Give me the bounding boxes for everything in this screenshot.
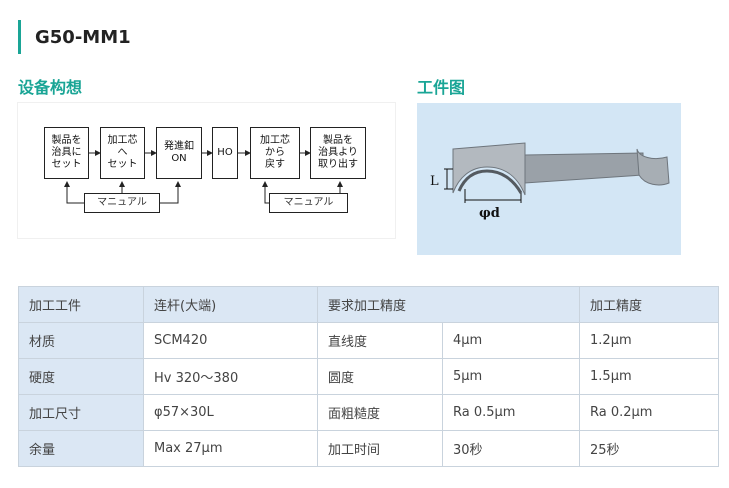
rod-shank <box>524 152 644 184</box>
table-cell: 材质 <box>18 322 144 359</box>
connecting-rod-drawing: L φd <box>430 142 670 221</box>
table-cell: 加工精度 <box>579 286 720 323</box>
flow-step-set-core: 加工芯 へ セット <box>100 127 145 179</box>
rod-small-end <box>636 148 670 186</box>
table-row: 硬度 Hv 320～380 圆度 5μm 1.5μm <box>18 358 720 395</box>
table-cell: 1.2μm <box>579 322 720 359</box>
table-cell: 面粗糙度 <box>317 394 443 431</box>
table-cell: Ra 0.2μm <box>579 394 720 431</box>
table-row: 加工工件 连杆(大端) 要求加工精度 加工精度 <box>18 286 720 323</box>
table-row: 余量 Max 27μm 加工时间 30秒 25秒 <box>18 430 720 467</box>
table-cell: 硬度 <box>18 358 144 395</box>
table-cell: 加工时间 <box>317 430 443 467</box>
table-cell: Hv 320～380 <box>143 358 318 395</box>
rod-big-end-bore <box>457 169 523 194</box>
spec-table: 加工工件 连杆(大端) 要求加工精度 加工精度 材质 SCM420 直线度 4μ… <box>18 286 720 467</box>
table-cell: 圆度 <box>317 358 443 395</box>
table-cell: 加工尺寸 <box>18 394 144 431</box>
manual-label-1: マニュアル <box>84 193 160 213</box>
page-title: G50-MM1 <box>35 26 131 48</box>
table-cell: 余量 <box>18 430 144 467</box>
table-cell: φ57×30L <box>143 394 318 431</box>
flow-step-return-core: 加工芯 から 戻す <box>250 127 300 179</box>
flow-connectors <box>64 150 348 204</box>
flow-step-set-jig: 製品を 治具に セット <box>44 127 89 179</box>
section-title-concept: 设备构想 <box>18 78 83 97</box>
table-cell: 直线度 <box>317 322 443 359</box>
table-cell: SCM420 <box>143 322 318 359</box>
table-row: 加工尺寸 φ57×30L 面粗糙度 Ra 0.5μm Ra 0.2μm <box>18 394 720 431</box>
section-title-workpiece: 工件图 <box>417 78 466 97</box>
flow-step-start-on: 発進釦 ON <box>156 127 202 179</box>
table-cell: 连杆(大端) <box>143 286 318 323</box>
rod-big-end <box>452 142 526 196</box>
table-cell: 25秒 <box>579 430 720 467</box>
table-cell: 5μm <box>441 358 581 395</box>
table-cell: 30秒 <box>441 430 581 467</box>
table-cell: Max 27μm <box>143 430 318 467</box>
concept-flow-diagram: 製品を 治具に セット 加工芯 へ セット 発進釦 ON HO 加工芯 から 戻… <box>18 103 395 238</box>
table-cell: 加工工件 <box>18 286 144 323</box>
dimension-label-d: φd <box>479 206 500 221</box>
dimension-label-l: L <box>430 174 439 189</box>
table-cell: 要求加工精度 <box>316 286 581 323</box>
table-cell: 4μm <box>441 322 581 359</box>
table-cell: Ra 0.5μm <box>441 394 581 431</box>
flow-step-ho: HO <box>212 127 238 179</box>
page-title-bar: G50-MM1 <box>18 20 131 54</box>
table-cell: 1.5μm <box>579 358 720 395</box>
table-row: 材质 SCM420 直线度 4μm 1.2μm <box>18 322 720 359</box>
workpiece-drawing: L φd <box>417 103 681 255</box>
manual-label-2: マニュアル <box>269 193 348 213</box>
flow-step-remove-product: 製品を 治具より 取り出す <box>310 127 366 179</box>
